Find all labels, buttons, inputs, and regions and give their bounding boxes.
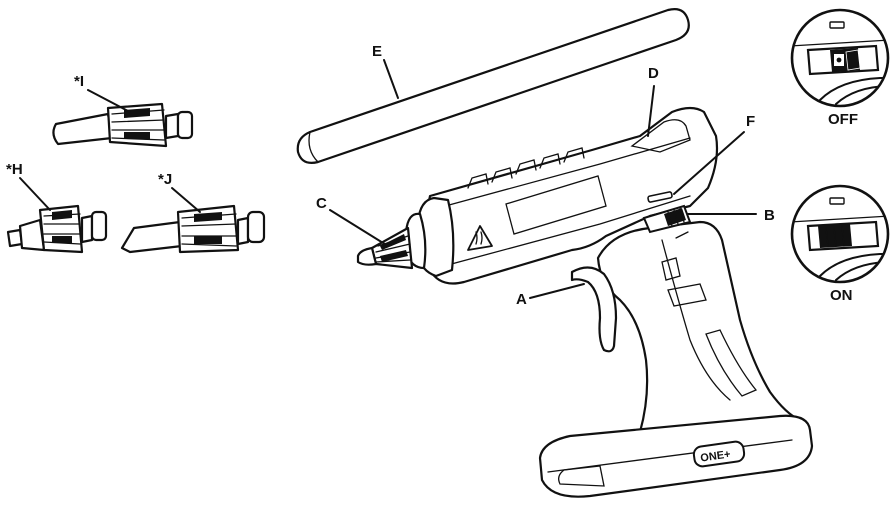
leader-a bbox=[530, 284, 584, 298]
leader-j bbox=[172, 188, 200, 212]
nozzle-j bbox=[122, 206, 264, 252]
nozzle-h bbox=[8, 206, 106, 252]
label-h: *H bbox=[6, 161, 23, 178]
label-e: E bbox=[372, 43, 382, 60]
label-i: *I bbox=[74, 73, 84, 90]
label-d: D bbox=[648, 65, 659, 82]
switch-detail-on bbox=[790, 184, 892, 284]
leader-h bbox=[20, 178, 50, 210]
switch-detail-off bbox=[790, 8, 892, 108]
label-f: F bbox=[746, 113, 755, 130]
leader-e bbox=[384, 60, 398, 98]
nozzle-i bbox=[53, 104, 192, 146]
label-c: C bbox=[316, 195, 327, 212]
glue-gun: ONE+ bbox=[358, 108, 812, 497]
label-a: A bbox=[516, 291, 527, 308]
leader-c bbox=[330, 210, 388, 246]
label-off: OFF bbox=[828, 111, 858, 128]
label-j: *J bbox=[158, 171, 172, 188]
handle bbox=[598, 222, 800, 432]
label-b: B bbox=[764, 207, 775, 224]
label-on: ON bbox=[830, 287, 853, 304]
nozzle-icon bbox=[358, 228, 412, 268]
